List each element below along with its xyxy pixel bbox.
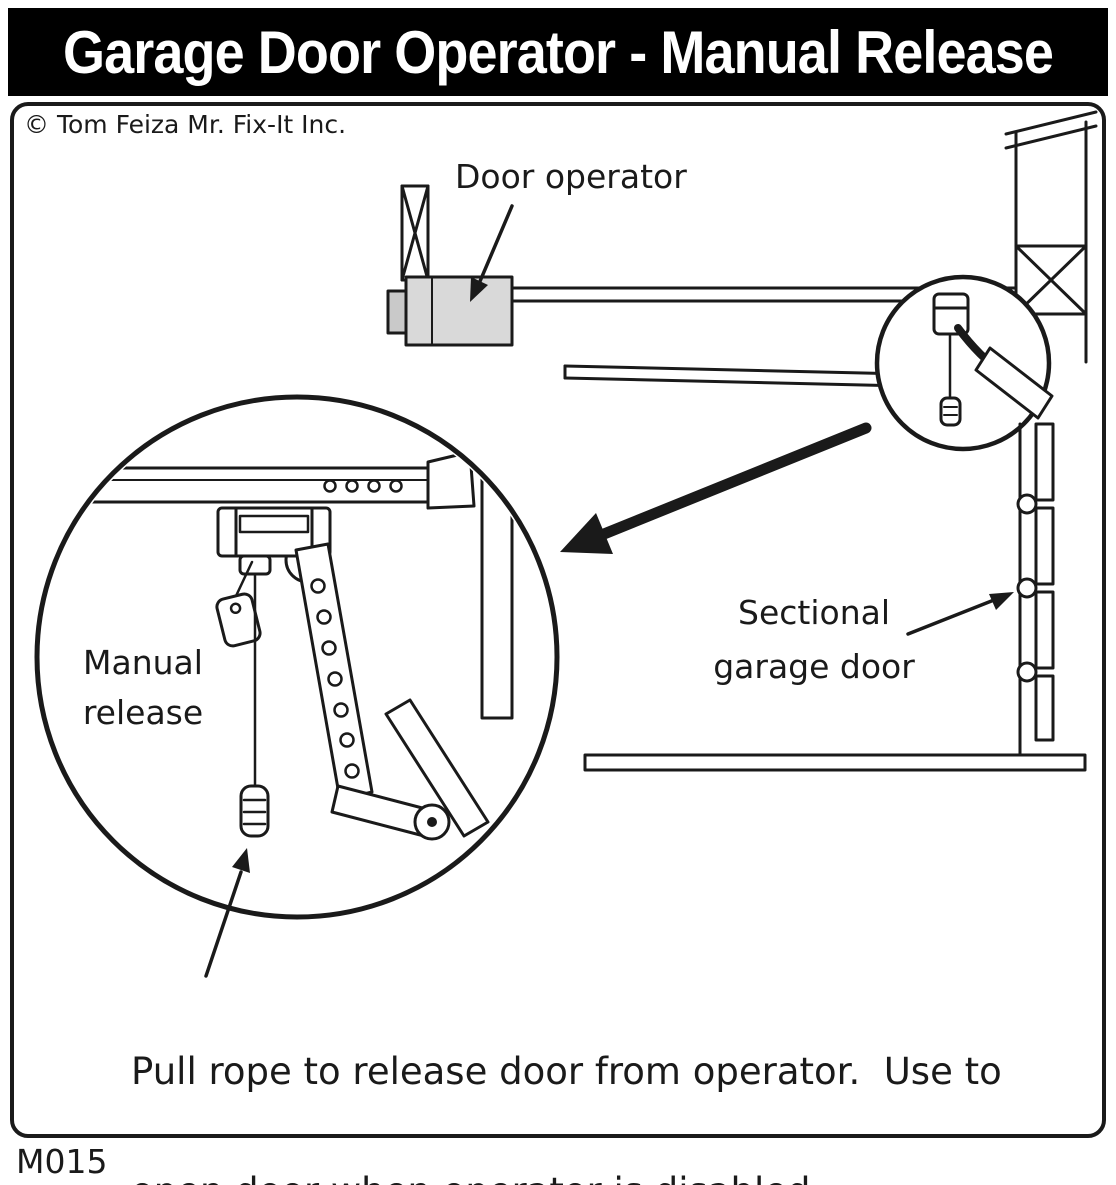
door-panel (1034, 506, 1055, 586)
detail-arrow (560, 422, 872, 554)
door-roller (1016, 661, 1038, 683)
door-roller (1016, 577, 1038, 599)
sectional-line1: Sectional (738, 593, 890, 632)
copyright-text: © Tom Feiza Mr. Fix-It Inc. (24, 110, 347, 139)
manual-release-line2: release (82, 693, 204, 732)
sectional-line2: garage door (713, 647, 915, 686)
curved-door-arm (294, 542, 374, 802)
drawing-code: M015 (16, 1142, 108, 1181)
sectional-door-arrow (906, 592, 1014, 636)
door-roller (1016, 493, 1038, 515)
floor (583, 753, 1087, 772)
diagram-border (10, 102, 1106, 1138)
door-track (563, 364, 907, 388)
caption-line2: open door when operator is disabled. (131, 1170, 822, 1185)
detail-circle-large (34, 394, 560, 920)
manual-release-line1: Manual (83, 643, 203, 682)
caption-text: Pull rope to release door from operator.… (84, 982, 1002, 1185)
straight-door-arm (384, 698, 490, 838)
release-lever (238, 554, 272, 576)
manual-release-label: Manual release (58, 638, 228, 738)
large-circle-outline (34, 394, 560, 920)
title-bar: Garage Door Operator - Manual Release (8, 8, 1108, 96)
page-title: Garage Door Operator - Manual Release (63, 18, 1054, 86)
pull-rope-arrow (204, 848, 250, 978)
caption-line1: Pull rope to release door from operator.… (131, 1050, 1002, 1093)
door-panel (1034, 422, 1055, 502)
release-handle (239, 784, 270, 838)
door-panel (1034, 674, 1055, 742)
door-operator-arrow (470, 204, 514, 302)
door-panel (1034, 590, 1055, 670)
door-operator-label: Door operator (455, 157, 687, 196)
release-handle-small (939, 396, 962, 427)
sectional-garage-door (1016, 422, 1055, 759)
sectional-door-label: Sectional garage door (694, 586, 934, 694)
operator-bracket (400, 184, 430, 282)
arm-pivot (330, 784, 451, 841)
small-circle-outline (874, 274, 1052, 452)
door-operator-unit (386, 275, 514, 347)
detail-circle-small (874, 274, 1054, 452)
